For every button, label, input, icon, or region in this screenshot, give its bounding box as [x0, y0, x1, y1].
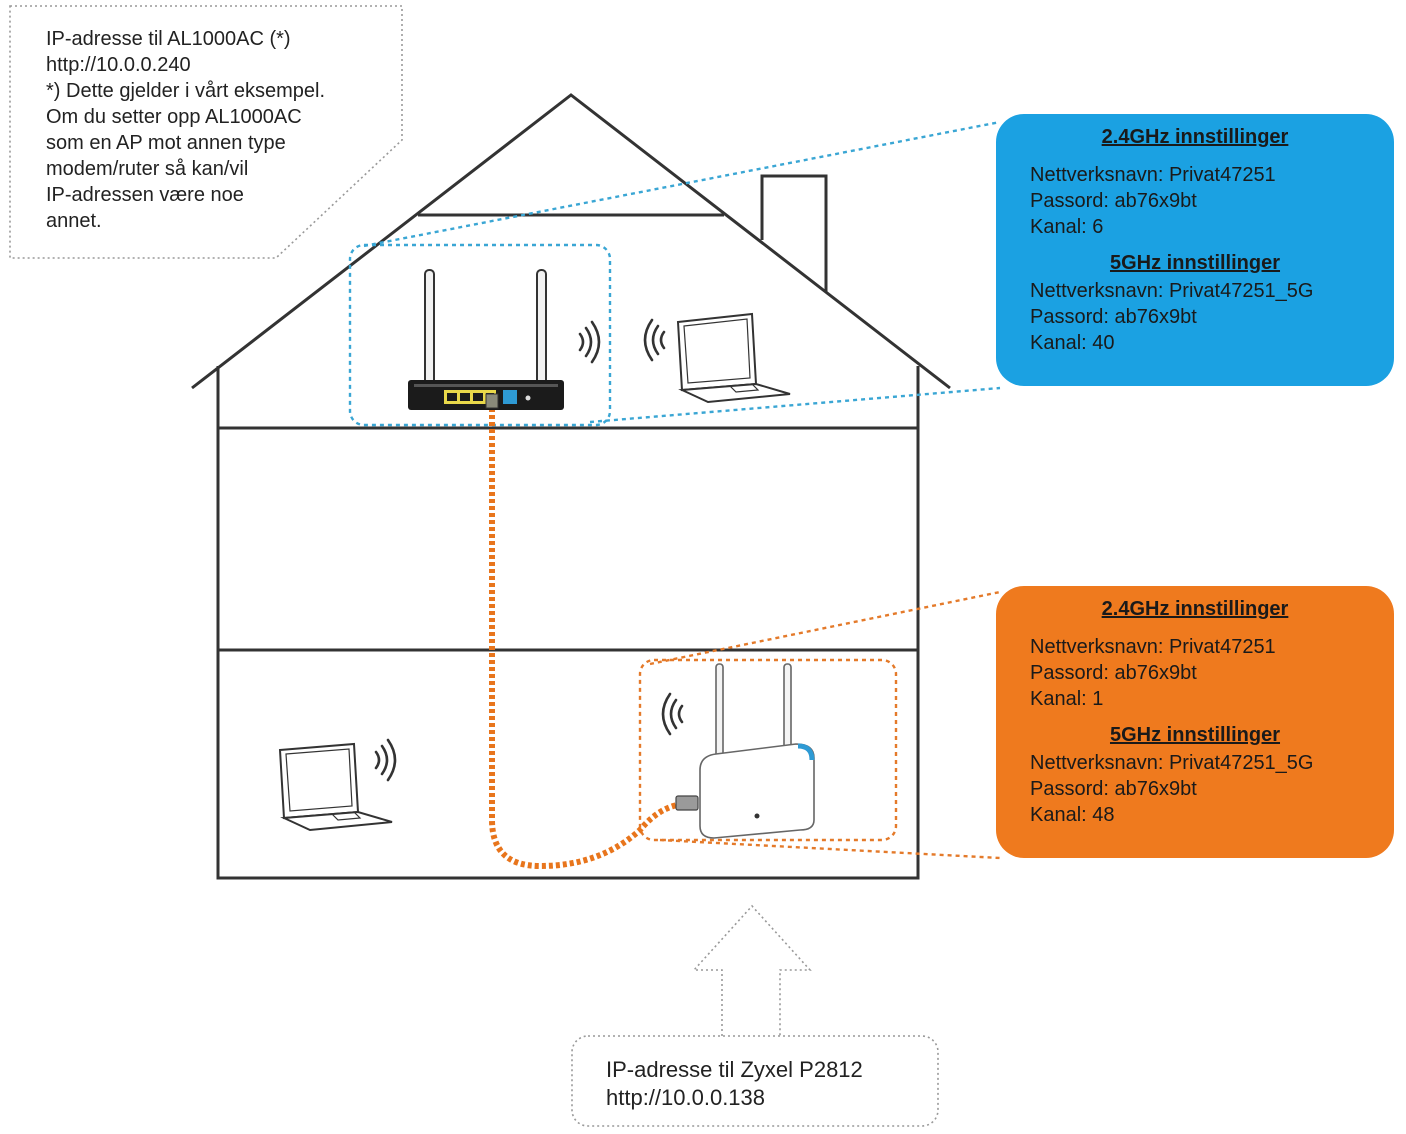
ap-5ghz-heading: 5GHz innstillinger — [1109, 252, 1281, 274]
modem-highlight — [638, 590, 1001, 860]
ap-callout-frame — [9, 5, 403, 259]
modem-router-icon — [675, 663, 815, 839]
ap-callout-line: IP-adresse til AL1000AC (*) — [46, 28, 291, 50]
ap-5ghz-password: Passord: ab76x9bt — [1030, 306, 1197, 328]
ap-5ghz-channel: Kanal: 40 — [1030, 332, 1115, 354]
modem-callout-frame — [571, 1035, 939, 1127]
wifi-signal-icon — [578, 320, 601, 364]
ap-callout-line: Om du setter opp AL1000AC — [46, 106, 302, 128]
wifi-signal-icon — [643, 318, 666, 362]
modem-callout: IP-adresse til Zyxel P2812 http://10.0.0… — [606, 1056, 863, 1112]
ap-callout-line: modem/ruter så kan/vil — [46, 158, 249, 180]
ap-24ghz-channel: Kanal: 6 — [1030, 216, 1104, 238]
chimney — [760, 174, 828, 292]
modem-5ghz-channel: Kanal: 48 — [1030, 804, 1115, 826]
ap-callout-line: annet. — [46, 210, 102, 232]
roof — [191, 93, 951, 390]
modem-24ghz-network: Nettverksnavn: Privat47251 — [1030, 636, 1276, 658]
modem-settings-panel: 2.4GHz innstillinger Nettverksnavn: Priv… — [996, 586, 1394, 858]
ap-callout-line: *) Dette gjelder i vårt eksempel. — [46, 80, 326, 102]
modem-24ghz-password: Passord: ab76x9bt — [1030, 662, 1197, 684]
up-arrow — [692, 904, 812, 1036]
ap-24ghz-password: Passord: ab76x9bt — [1030, 190, 1197, 212]
wifi-router-icon — [408, 269, 564, 410]
ap-callout-line: http://10.0.0.240 — [46, 54, 191, 76]
ap-callout-line: IP-adressen være noe — [46, 184, 244, 206]
wifi-signal-icon — [374, 738, 397, 782]
ap-5ghz-network: Nettverksnavn: Privat47251_5G — [1030, 280, 1314, 302]
ap-24ghz-network: Nettverksnavn: Privat47251 — [1030, 164, 1276, 186]
modem-5ghz-network: Nettverksnavn: Privat47251_5G — [1030, 752, 1314, 774]
modem-24ghz-channel: Kanal: 1 — [1030, 688, 1104, 710]
modem-24ghz-heading: 2.4GHz innstillinger — [1101, 598, 1289, 620]
ap-24ghz-heading: 2.4GHz innstillinger — [1101, 126, 1289, 148]
wifi-signal-icon — [661, 692, 684, 736]
ap-highlight — [348, 120, 1001, 427]
ethernet-cable — [489, 408, 685, 870]
house — [191, 93, 951, 880]
modem-callout-line: http://10.0.0.138 — [606, 1085, 766, 1110]
house-walls — [216, 366, 920, 880]
ap-callout: IP-adresse til AL1000AC (*) http://10.0.… — [46, 26, 325, 234]
laptop-icon — [278, 742, 393, 832]
modem-5ghz-heading: 5GHz innstillinger — [1109, 724, 1281, 746]
modem-5ghz-password: Passord: ab76x9bt — [1030, 778, 1197, 800]
modem-callout-line: IP-adresse til Zyxel P2812 — [606, 1057, 863, 1082]
laptop-icon — [676, 312, 791, 404]
ap-settings-panel: 2.4GHz innstillinger Nettverksnavn: Priv… — [996, 114, 1394, 386]
ap-callout-line: som en AP mot annen type — [46, 132, 286, 154]
